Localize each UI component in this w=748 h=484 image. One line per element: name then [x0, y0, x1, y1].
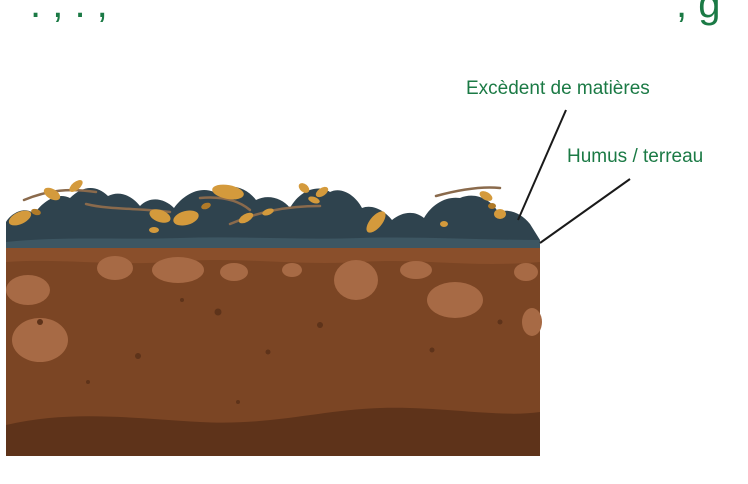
- label-excedent-matieres: Excèdent de matières: [466, 79, 650, 98]
- leader-line-excedent: [518, 110, 566, 220]
- label-humus-terreau: Humus / terreau: [567, 147, 703, 166]
- leader-line-humus: [540, 179, 630, 243]
- soil-upper-band: [6, 248, 540, 264]
- humus-highlight: [6, 237, 540, 248]
